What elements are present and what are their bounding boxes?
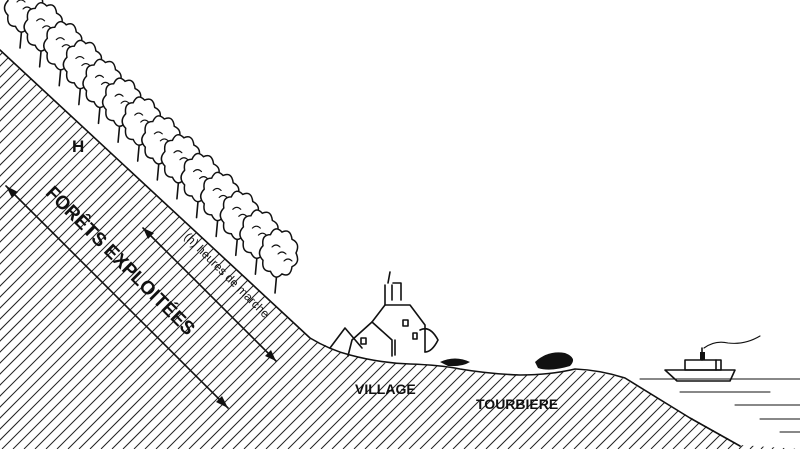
forest-dimension-arrow — [5, 185, 229, 409]
walking-hours-arrow — [142, 227, 277, 362]
peat-bog-label: TOURBIERE — [476, 396, 558, 412]
forest-trees — [3, 0, 299, 294]
peat-deposit — [440, 352, 574, 370]
terrain-profile-line — [0, 49, 741, 447]
h-marker-label: H — [72, 137, 84, 156]
village-icon — [329, 271, 439, 357]
village-label: VILLAGE — [355, 381, 416, 397]
lake-water-lines — [639, 378, 800, 433]
tree — [258, 228, 299, 294]
steamboat-icon — [664, 335, 761, 382]
